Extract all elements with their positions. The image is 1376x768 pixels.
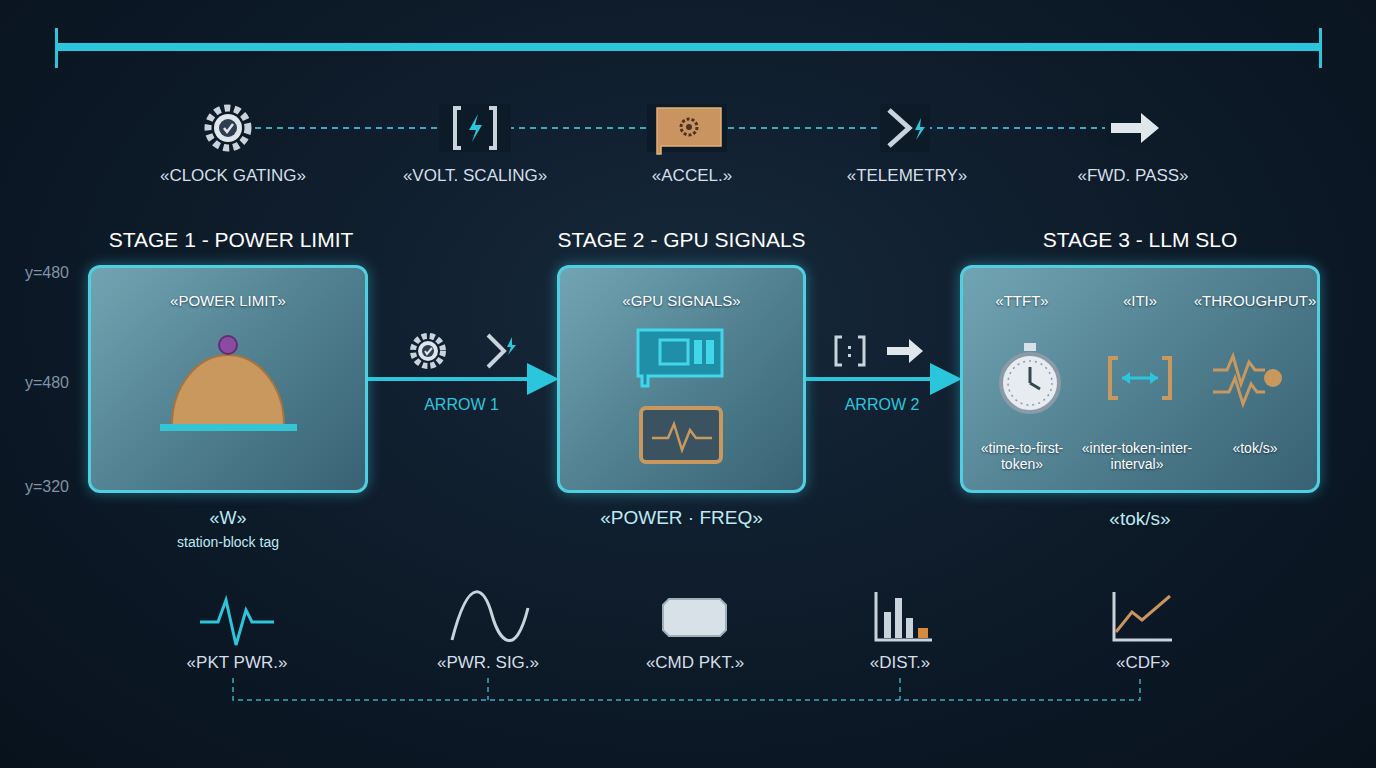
icon-label: «CDF» [1116,653,1170,673]
volt-scaling-icon [439,104,511,152]
axis-label: y=480 [25,264,69,282]
stage-heading: STAGE 2 - GPU SIGNALS [510,228,853,252]
icon-label: «FWD. PASS» [1077,166,1188,186]
bottom-dashed-bracket [233,678,1140,700]
icon-label: «DIST.» [870,653,930,673]
tag-note: station-block tag [101,534,355,550]
stopwatch-icon [1001,343,1059,412]
icon-label: «CMD PKT.» [646,653,744,673]
metric-description: «tok/s» [1203,440,1307,456]
edge-label: ARROW 2 [845,396,920,414]
icon-label: «PKT PWR.» [187,653,288,673]
forward-pass-icon [1107,108,1163,148]
metric-label: «ITI» [1087,292,1193,309]
stage-heading: STAGE 3 - LLM SLO [963,228,1317,252]
clock-gating-icon [208,108,248,148]
cdf-icon [1114,592,1172,640]
stage-heading: STAGE 1 - POWER LIMIT [51,228,411,252]
metric-description: «time-to-first-token» [967,440,1077,472]
box-label: «POWER LIMIT» [101,292,355,309]
metric-description: «inter-token-inter-interval» [1077,440,1197,472]
icon-label: «CLOCK GATING» [160,166,306,186]
edge-label: ARROW 1 [424,396,499,414]
telemetry-icon [880,104,930,152]
distribution-icon [876,592,932,640]
metric-label: «TTFT» [967,292,1077,309]
inter-token-interval-icon [1110,358,1170,398]
axis-label: y=480 [25,374,69,392]
icon-label: «PWR. SIG.» [437,653,539,673]
stage-box: STAGE 3 - LLM SLO«TTFT»«ITI»«THROUGHPUT»… [960,265,1320,493]
power-signal-icon [452,592,528,641]
arrow2-arrow-icon [887,339,923,363]
signal-monitor-icon [641,408,721,462]
command-packet-icon [663,599,726,636]
accelerator-icon [647,104,727,154]
metric-label: «THROUGHPUT» [1193,292,1317,309]
unit-tag: «W» [101,508,355,529]
arrow2-bracket-icon [836,337,864,365]
pkt-power-icon [200,600,274,645]
throughput-wave-icon [1213,356,1282,404]
unit-tag: «tok/s» [963,508,1317,530]
arrow1-chevron-icon [488,335,516,367]
flow-arrow [806,377,958,381]
icon-label: «TELEMETRY» [847,166,968,186]
top-bar [55,28,1322,68]
stage-box: STAGE 1 - POWER LIMIT«POWER LIMIT»«W»sta… [88,265,368,493]
power-limit-dome-icon [160,336,297,431]
stage-box: STAGE 2 - GPU SIGNALS«GPU SIGNALS»«POWER… [557,265,806,493]
icon-label: «ACCEL.» [652,166,732,186]
gpu-card-icon [638,330,722,386]
arrow1-gear-icon [413,336,443,366]
axis-label: y=320 [25,478,69,496]
flow-arrow [368,377,555,381]
box-label: «GPU SIGNALS» [565,292,798,309]
icon-label: «VOLT. SCALING» [403,166,547,186]
unit-tag: «POWER · FREQ» [540,507,823,529]
